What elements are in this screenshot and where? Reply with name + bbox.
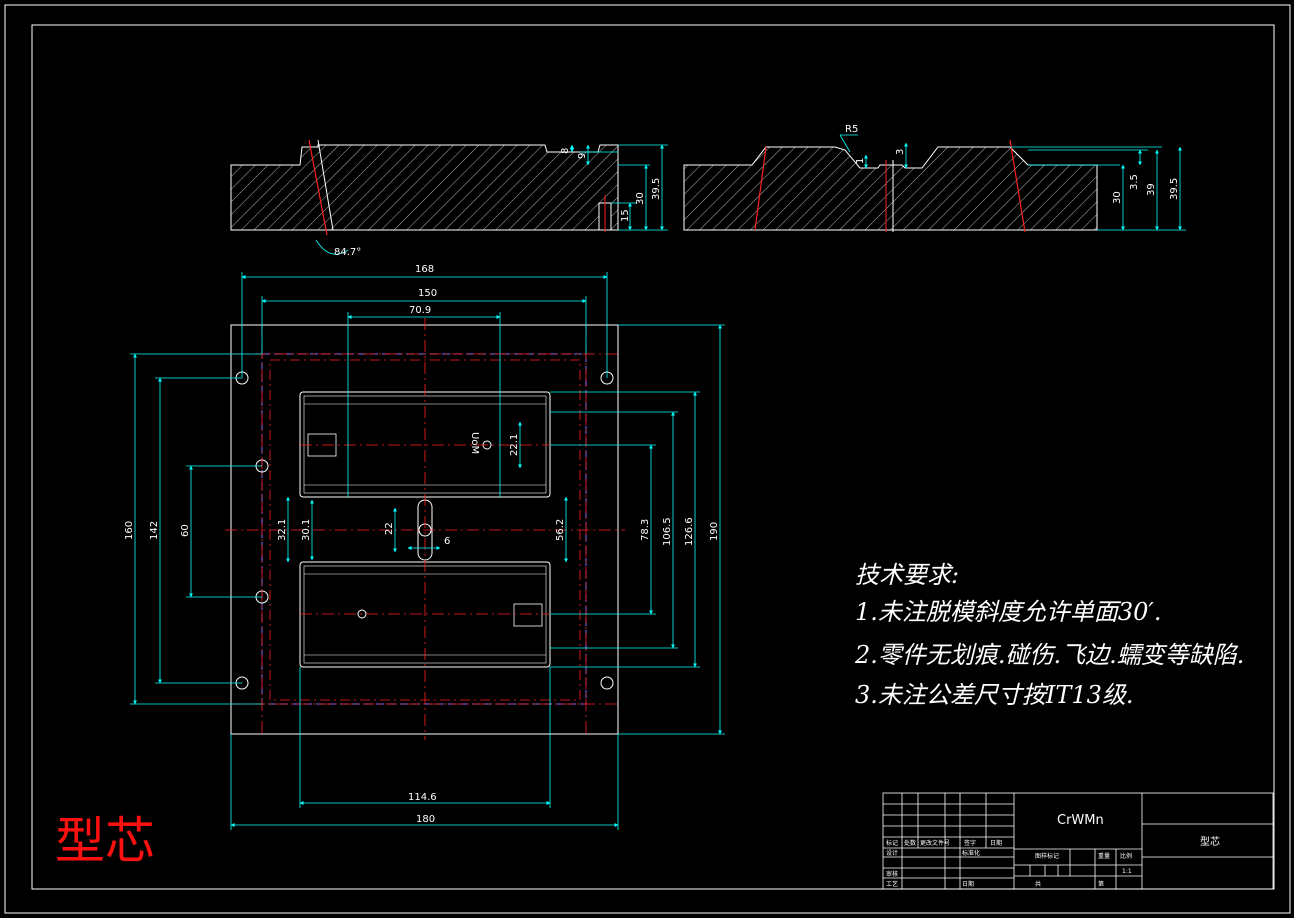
plan-view: UoM (124, 264, 725, 830)
dim-9: 9 (577, 153, 588, 159)
tb-label-mark: 标记 (886, 839, 898, 847)
title-block (882, 792, 1274, 890)
inner-border (31, 24, 1275, 890)
cavity-mark: UoM (469, 432, 480, 454)
dim-56-2: 56.2 (555, 519, 566, 541)
tb-label-process: 工艺 (886, 880, 898, 888)
tb-scale-value: 1:1 (1122, 868, 1132, 875)
tech-item-3: 3.未注公差尺寸按IT13级. (855, 681, 1134, 709)
part-name: 型芯 (1200, 835, 1220, 848)
section-view-right: R5 1 3 30 3.5 39 39.5 (683, 124, 1186, 233)
tech-item-2: 2.零件无划痕.碰伤.飞边.蠕变等缺陷. (854, 641, 1244, 669)
dim-106-5: 106.5 (662, 517, 673, 546)
dim-30-1: 30.1 (301, 519, 312, 541)
tb-label-weight: 重量 (1098, 852, 1110, 860)
dim-1: 1 (855, 158, 866, 164)
title-block-text: 标记 处数 更改文件号 签字 日期 设计 标准化 审核 工艺 日期 图样标记 重… (886, 813, 1220, 888)
tb-label-date2: 日期 (962, 880, 974, 888)
tech-requirements: 技术要求: 1.未注脱模斜度允许单面30′. 2.零件无划痕.碰伤.飞边.蠕变等… (854, 561, 1244, 709)
dim-15: 15 (620, 209, 631, 222)
dim-r5: R5 (845, 124, 858, 135)
tb-label-drawing-mark: 图样标记 (1035, 852, 1059, 860)
tech-item-1: 1.未注脱模斜度允许单面30′. (855, 598, 1162, 626)
tb-label-total: 共 (1035, 880, 1041, 888)
dim-142: 142 (149, 521, 160, 540)
dim-8: 8 (560, 148, 571, 154)
tb-label-date: 日期 (990, 839, 1002, 847)
dim-22: 22 (384, 522, 395, 535)
dim-60: 60 (180, 524, 191, 537)
dim-180: 180 (416, 814, 435, 825)
dim-39: 39 (1146, 183, 1157, 196)
dim-39-5: 39.5 (651, 178, 662, 200)
dim-150: 150 (418, 288, 437, 299)
tb-label-review: 审核 (886, 870, 898, 878)
tb-label-design: 设计 (886, 849, 898, 857)
tech-heading: 技术要求: (855, 561, 959, 589)
tb-label-count: 处数 (904, 839, 916, 847)
dim-30: 30 (635, 192, 646, 205)
tb-label-sign: 签字 (964, 839, 976, 847)
dim-3-5: 3.5 (1129, 174, 1140, 190)
dim-190: 190 (709, 522, 720, 541)
dim-39-5-right: 39.5 (1169, 178, 1180, 200)
tb-label-change: 更改文件号 (920, 839, 950, 847)
dim-70-9: 70.9 (409, 305, 431, 316)
material: CrWMn (1057, 813, 1104, 828)
dim-160: 160 (124, 521, 135, 540)
dim-168: 168 (415, 264, 434, 275)
dim-22-1: 22.1 (509, 434, 520, 456)
dim-3: 3 (895, 149, 906, 155)
dim-6: 6 (444, 536, 450, 547)
part-title-red: 型芯 (55, 812, 155, 870)
dim-126-6: 126.6 (684, 517, 695, 546)
tb-label-sheet: 第 (1098, 880, 1104, 888)
outer-border (4, 4, 1291, 914)
dim-32-1: 32.1 (277, 519, 288, 541)
tb-label-scale: 比例 (1120, 852, 1132, 860)
dim-30-right: 30 (1112, 191, 1123, 204)
dim-114-6: 114.6 (408, 792, 437, 803)
dim-angle: 84.7° (334, 247, 361, 258)
tb-label-standard: 标准化 (962, 849, 980, 857)
dim-78-3: 78.3 (640, 519, 651, 541)
section-view-left: 8 9 30 39.5 15 84.7° (230, 139, 668, 258)
